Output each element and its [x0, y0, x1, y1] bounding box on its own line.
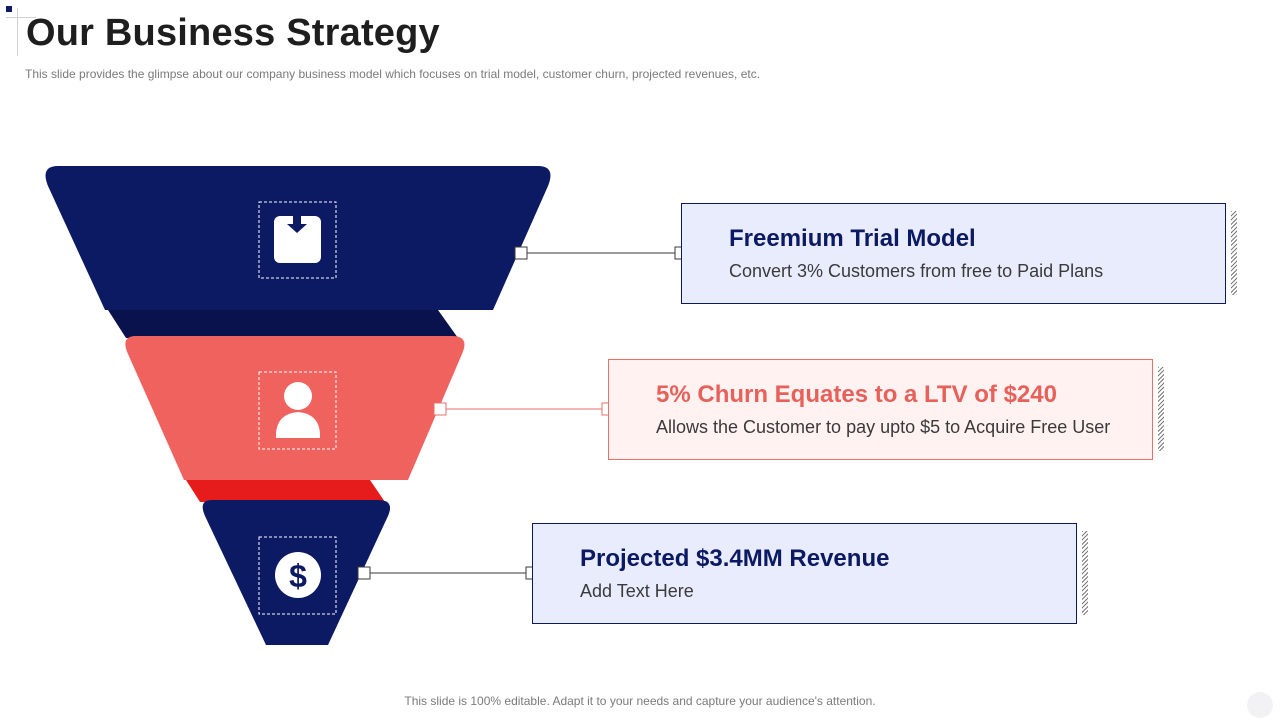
card-shadow-hatch — [1158, 367, 1164, 451]
page-subtitle: This slide provides the glimpse about ou… — [25, 67, 761, 81]
dollar-coin-icon: $ — [275, 552, 321, 598]
card-title: 5% Churn Equates to a LTV of $240 — [656, 381, 1057, 408]
corner-line — [6, 17, 36, 18]
nav-dot[interactable] — [1247, 692, 1273, 718]
connector-handle[interactable] — [514, 246, 528, 260]
card-text: Convert 3% Customers from free to Paid P… — [729, 261, 1104, 281]
page-title: Our Business Strategy — [26, 12, 440, 54]
card-shadow-hatch — [1082, 531, 1088, 615]
card-title: Projected $3.4MM Revenue — [580, 545, 890, 572]
corner-line — [17, 8, 18, 56]
card-shadow-hatch — [1231, 211, 1237, 295]
icon-frame — [258, 371, 337, 450]
card-projected-revenue[interactable]: Projected $3.4MM Revenue Add Text Here — [532, 523, 1077, 624]
card-churn-ltv[interactable]: 5% Churn Equates to a LTV of $240 Allows… — [608, 359, 1153, 460]
card-title: Freemium Trial Model — [729, 225, 976, 252]
connector-handle[interactable] — [433, 402, 447, 416]
icon-frame — [258, 536, 337, 615]
footer-note: This slide is 100% editable. Adapt it to… — [404, 694, 876, 708]
corner-mark — [6, 6, 12, 12]
card-freemium-trial[interactable]: Freemium Trial Model Convert 3% Customer… — [681, 203, 1226, 304]
funnel-connector-2 — [186, 480, 385, 502]
user-icon — [275, 382, 321, 438]
connector-handle[interactable] — [357, 566, 371, 580]
funnel-connector-1 — [108, 310, 458, 338]
inbox-download-icon — [274, 216, 321, 263]
card-text: Allows the Customer to pay upto $5 to Ac… — [656, 417, 1111, 437]
card-text: Add Text Here — [580, 581, 694, 601]
icon-frame — [258, 201, 337, 279]
svg-text:$: $ — [289, 558, 307, 594]
